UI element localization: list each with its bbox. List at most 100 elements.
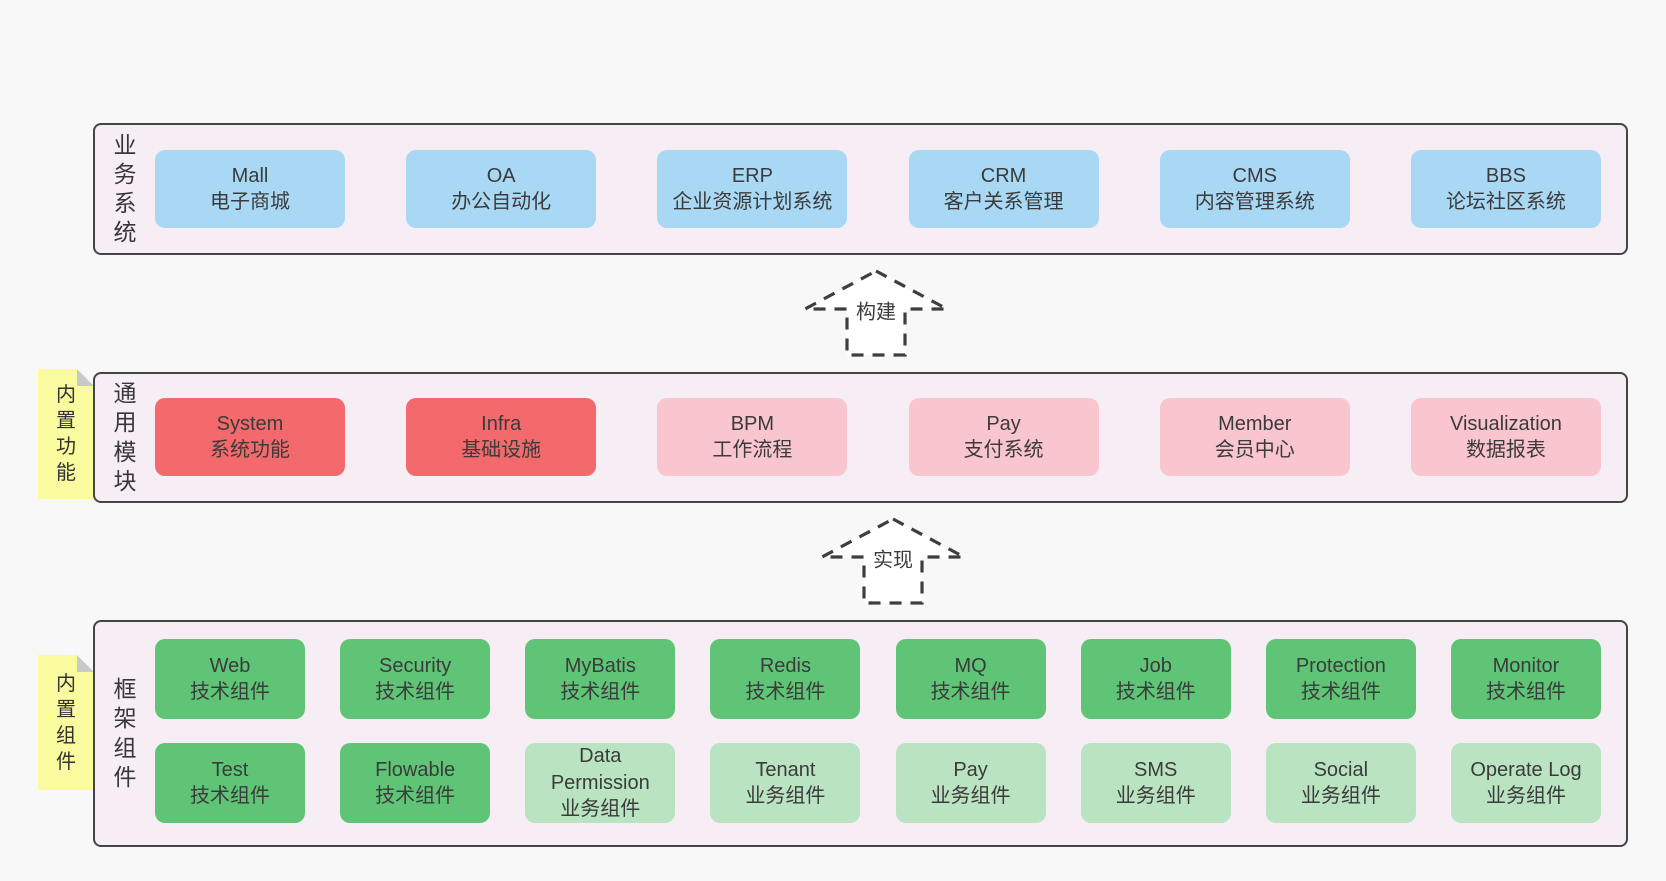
box-title: Job: [1139, 654, 1172, 677]
box-title: Tenant: [755, 758, 816, 781]
arrow-build: 构建: [801, 268, 951, 358]
box-subtitle: 技术组件: [190, 681, 270, 703]
box-subtitle: 业务组件: [745, 785, 826, 807]
box-subtitle: 基础设施: [461, 439, 542, 461]
box-title: BPM: [730, 412, 775, 435]
note-built-in-components: 内 置 组 件: [38, 655, 94, 790]
box-subtitle: 技术组件: [1115, 681, 1196, 703]
note-built-in-features: 内 置 功 能: [38, 369, 94, 499]
box-bbs: BBS 论坛社区系统: [1410, 150, 1601, 228]
box-cms: CMS 内容管理系统: [1159, 150, 1350, 228]
box-operate-log: Operate Log 业务组件: [1450, 743, 1601, 823]
box-title: Web: [209, 654, 251, 677]
box-title: Social: [1313, 758, 1369, 781]
box-sms: SMS 业务组件: [1080, 743, 1231, 823]
layer-label: 通 用 模 块: [113, 380, 137, 494]
layer-label: 框 架 组 件: [113, 676, 137, 790]
box-title: Monitor: [1492, 654, 1560, 677]
box-title: Infra: [481, 412, 522, 435]
box-subtitle: 技术组件: [375, 681, 456, 703]
note-label: 内 置 组 件: [56, 672, 76, 773]
box-security: Security 技术组件: [340, 639, 491, 719]
box-title: Pay: [986, 412, 1021, 435]
box-subtitle: 客户关系管理: [943, 191, 1064, 213]
box-subtitle: 技术组件: [930, 681, 1011, 703]
box-title: OA: [486, 164, 516, 187]
layer-label: 业 务 系 统: [113, 131, 137, 246]
arrow-label: 实现: [870, 543, 916, 573]
box-title: Test: [211, 758, 249, 781]
box-title: Redis: [759, 654, 811, 677]
box-subtitle: 技术组件: [1300, 681, 1381, 703]
box-subtitle: 会员中心: [1214, 439, 1295, 461]
box-title: CMS: [1232, 164, 1277, 187]
box-member: Member 会员中心: [1159, 398, 1350, 476]
arrow-label: 构建: [853, 295, 899, 325]
box-title: System: [216, 412, 284, 435]
arrow-implement: 实现: [818, 516, 968, 606]
box-title: CRM: [980, 164, 1027, 187]
box-title: MQ: [954, 654, 987, 677]
box-subtitle: 技术组件: [560, 681, 641, 703]
box-erp: ERP 企业资源计划系统: [657, 150, 848, 228]
box-infra: Infra 基础设施: [406, 398, 597, 476]
box-title: Flowable: [375, 758, 456, 781]
note-label: 内 置 功 能: [56, 384, 76, 484]
box-tenant: Tenant 业务组件: [710, 743, 861, 823]
box-title: Data Permission: [550, 745, 650, 794]
box-title: BBS: [1485, 164, 1526, 187]
box-title: SMS: [1134, 758, 1178, 781]
box-pay-biz: Pay 业务组件: [895, 743, 1046, 823]
box-mybatis: MyBatis 技术组件: [525, 639, 676, 719]
box-title: ERP: [731, 164, 773, 187]
box-pay: Pay 支付系统: [908, 398, 1099, 476]
box-subtitle: 技术组件: [190, 785, 270, 807]
folded-corner-icon: [77, 655, 94, 672]
box-title: Visualization: [1449, 412, 1562, 435]
box-protection: Protection 技术组件: [1265, 639, 1416, 719]
box-subtitle: 内容管理系统: [1194, 191, 1315, 213]
folded-corner-icon: [77, 369, 94, 386]
box-monitor: Monitor 技术组件: [1450, 639, 1601, 719]
box-title: Security: [379, 654, 452, 677]
box-subtitle: 业务组件: [1115, 785, 1196, 807]
box-subtitle: 工作流程: [712, 439, 793, 461]
box-title: Pay: [953, 758, 988, 781]
box-subtitle: 技术组件: [745, 681, 826, 703]
box-subtitle: 企业资源计划系统: [672, 191, 833, 213]
box-title: Protection: [1295, 654, 1386, 677]
layer-framework-components: 框 架 组 件 Web 技术组件 Security 技术组件 MyBatis 技…: [93, 620, 1628, 847]
box-subtitle: 电子商城: [210, 191, 290, 213]
box-bpm: BPM 工作流程: [657, 398, 848, 476]
box-crm: CRM 客户关系管理: [908, 150, 1099, 228]
box-subtitle: 论坛社区系统: [1445, 191, 1566, 213]
box-subtitle: 业务组件: [1485, 785, 1566, 807]
layer-business-systems: 业 务 系 统 Mall 电子商城 OA 办公自动化 ERP 企业资源计划系统 …: [93, 123, 1628, 255]
box-title: Mall: [231, 164, 269, 187]
box-job: Job 技术组件: [1080, 639, 1231, 719]
box-visualization: Visualization 数据报表: [1410, 398, 1601, 476]
box-mall: Mall 电子商城: [155, 150, 345, 228]
layer-common-modules: 通 用 模 块 System 系统功能 Infra 基础设施 BPM 工作流程 …: [93, 372, 1628, 503]
box-subtitle: 业务组件: [930, 785, 1011, 807]
box-subtitle: 技术组件: [1485, 681, 1566, 703]
box-test: Test 技术组件: [155, 743, 305, 823]
box-social: Social 业务组件: [1265, 743, 1416, 823]
box-flowable: Flowable 技术组件: [340, 743, 491, 823]
box-web: Web 技术组件: [155, 639, 305, 719]
box-redis: Redis 技术组件: [710, 639, 861, 719]
box-subtitle: 业务组件: [1300, 785, 1381, 807]
box-subtitle: 技术组件: [375, 785, 456, 807]
box-mq: MQ 技术组件: [895, 639, 1046, 719]
box-subtitle: 业务组件: [560, 798, 641, 821]
box-subtitle: 支付系统: [963, 439, 1044, 461]
box-subtitle: 办公自动化: [451, 191, 552, 213]
box-title: Member: [1218, 412, 1292, 435]
box-title: MyBatis: [564, 654, 636, 677]
box-system: System 系统功能: [155, 398, 345, 476]
box-oa: OA 办公自动化: [406, 150, 597, 228]
box-subtitle: 数据报表: [1465, 439, 1546, 461]
box-title: Operate Log: [1470, 758, 1582, 781]
box-data-permission: Data Permission 业务组件: [525, 743, 676, 823]
